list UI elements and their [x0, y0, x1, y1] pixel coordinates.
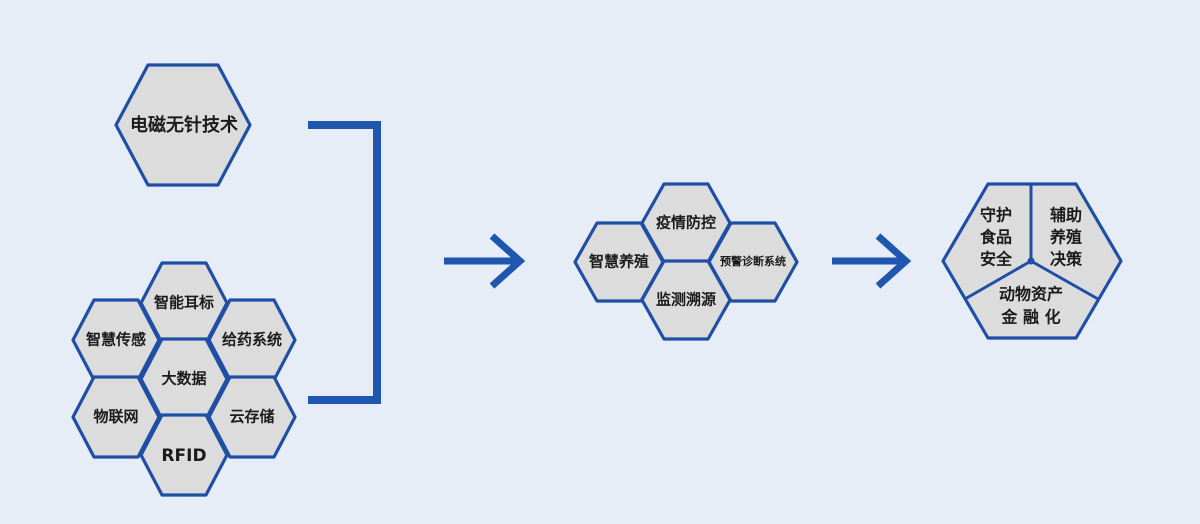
food-safety-line-2: 食品 — [979, 228, 1012, 247]
bracket-connector — [308, 121, 381, 404]
hex-label-smart-farming: 智慧养殖 — [589, 253, 649, 271]
arrow-right-2 — [832, 233, 912, 289]
hex-cluster-technologies: 智能耳标 智慧传感 给药系统 大数据 物联网 云存储 RFID — [71, 261, 297, 497]
hex-label-epidemic-prevention: 疫情防控 — [656, 214, 716, 232]
hex-label-smart-ear-tag: 智能耳标 — [154, 294, 214, 312]
hex-label-drug-delivery-system: 给药系统 — [222, 331, 282, 349]
section-asset-finance: 动物资产 金 融 化 — [999, 285, 1063, 327]
hex-label-big-data: 大数据 — [161, 370, 206, 388]
food-safety-line-1: 守护 — [980, 206, 1012, 225]
hex-rfid: RFID — [139, 413, 229, 497]
farming-decision-line-2: 养殖 — [1049, 228, 1082, 247]
asset-finance-line-1: 动物资产 — [999, 285, 1063, 304]
hex-cluster-applications: 疫情防控 智慧养殖 预警诊断系统 监测溯源 — [573, 182, 799, 341]
hex-label-early-warning-system: 预警诊断系统 — [720, 254, 786, 268]
farming-decision-line-3: 决策 — [1050, 250, 1083, 269]
food-safety-line-3: 安全 — [980, 250, 1013, 269]
divider-left — [964, 259, 1032, 301]
hex-label-electromagnetic-needle-free: 电磁无针技术 — [130, 114, 238, 136]
hex-label-monitoring-traceability: 监测溯源 — [656, 291, 716, 309]
hex-label-rfid: RFID — [161, 446, 206, 466]
hex-cloud-storage: 云存储 — [207, 375, 297, 459]
hex-early-warning-system: 预警诊断系统 — [707, 221, 799, 303]
arrow-right-1 — [444, 233, 526, 289]
farming-decision-line-1: 辅助 — [1050, 206, 1082, 225]
asset-finance-line-2: 金 融 化 — [1000, 308, 1060, 327]
section-food-safety: 守护 食品 安全 — [979, 206, 1013, 269]
hex-smart-sensing: 智慧传感 — [71, 298, 161, 382]
center-dot — [1027, 257, 1035, 265]
divider-right — [1030, 259, 1099, 301]
hex-internet-of-things: 物联网 — [71, 375, 161, 459]
hex-monitoring-traceability: 监测溯源 — [640, 259, 732, 341]
section-farming-decision: 辅助 养殖 决策 — [1049, 206, 1083, 269]
hex-label-internet-of-things: 物联网 — [93, 408, 138, 426]
hex-label-cloud-storage: 云存储 — [229, 408, 274, 426]
hex-outcomes: 守护 食品 安全 辅助 养殖 决策 动物资产 金 融 化 — [941, 182, 1123, 340]
hex-electromagnetic-needle-free: 电磁无针技术 — [114, 63, 252, 187]
hex-label-smart-sensing: 智慧传感 — [86, 331, 146, 349]
